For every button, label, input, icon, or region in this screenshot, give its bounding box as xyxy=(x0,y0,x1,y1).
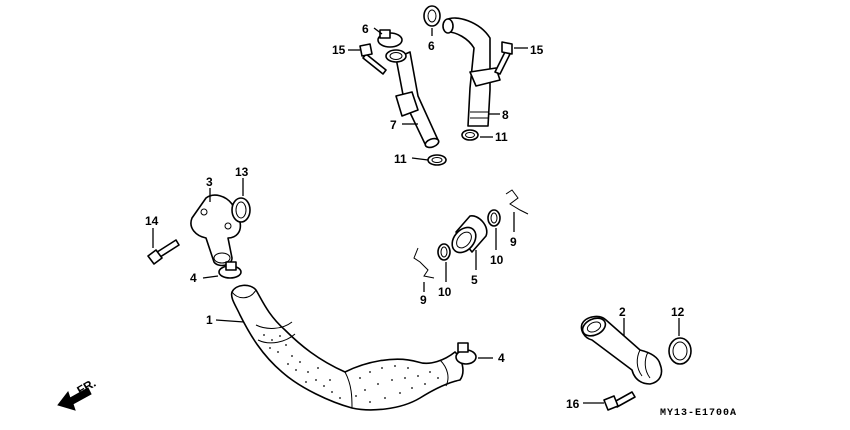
clamp-6b xyxy=(423,5,441,27)
callout-10b: 10 xyxy=(490,253,504,267)
callout-12: 12 xyxy=(671,305,685,319)
water-pipe-2 xyxy=(580,315,663,385)
hose-clamp-4b xyxy=(455,342,477,365)
clamp-6a xyxy=(377,29,403,48)
water-pipe-8 xyxy=(442,17,501,127)
wire-clip-9b xyxy=(505,189,529,215)
callout-4b: 4 xyxy=(498,351,505,365)
callout-10a: 10 xyxy=(438,285,452,299)
o-ring-10b xyxy=(487,209,501,227)
callout-6b: 6 xyxy=(428,39,435,53)
hose-clamp-4a xyxy=(218,261,242,279)
o-ring-11a xyxy=(427,154,447,166)
callout-14: 14 xyxy=(145,214,159,228)
o-ring-10a xyxy=(437,243,451,261)
callout-2: 2 xyxy=(619,305,626,319)
bolt-16 xyxy=(603,391,636,411)
bolt-15b xyxy=(494,41,513,75)
callout-6a: 6 xyxy=(362,22,369,36)
callout-4a: 4 xyxy=(190,271,197,285)
callout-11a: 11 xyxy=(394,152,407,166)
callout-9b: 9 xyxy=(510,235,517,249)
front-direction-arrow-icon: FR. xyxy=(57,376,98,411)
water-hose-1 xyxy=(230,284,464,411)
water-pipe-7 xyxy=(385,49,440,149)
callout-labels: 1 2 3 4 4 5 6 6 7 8 9 9 10 10 11 11 12 1… xyxy=(145,22,685,411)
bolt-15a xyxy=(359,43,387,75)
callout-13: 13 xyxy=(235,165,249,179)
callout-9a: 9 xyxy=(420,293,427,307)
diagram-code: MY13-E1700A xyxy=(660,408,737,419)
o-ring-11b xyxy=(461,129,479,141)
o-ring-12 xyxy=(668,337,692,365)
callout-15b: 15 xyxy=(530,43,544,57)
callout-11b: 11 xyxy=(495,130,508,144)
callout-7: 7 xyxy=(390,118,397,132)
hose-texture xyxy=(263,334,439,403)
callout-15a: 15 xyxy=(332,43,346,57)
joint-collar-5 xyxy=(451,215,488,254)
elbow-cover-3 xyxy=(190,194,242,267)
bolt-14 xyxy=(147,239,180,265)
callout-16: 16 xyxy=(566,397,580,411)
callout-8: 8 xyxy=(502,108,509,122)
callout-1: 1 xyxy=(206,313,213,327)
wire-clip-9a xyxy=(413,247,435,279)
callout-5: 5 xyxy=(471,273,478,287)
o-ring-13 xyxy=(231,197,251,223)
callout-3: 3 xyxy=(206,175,213,189)
leader-lines xyxy=(152,27,680,404)
